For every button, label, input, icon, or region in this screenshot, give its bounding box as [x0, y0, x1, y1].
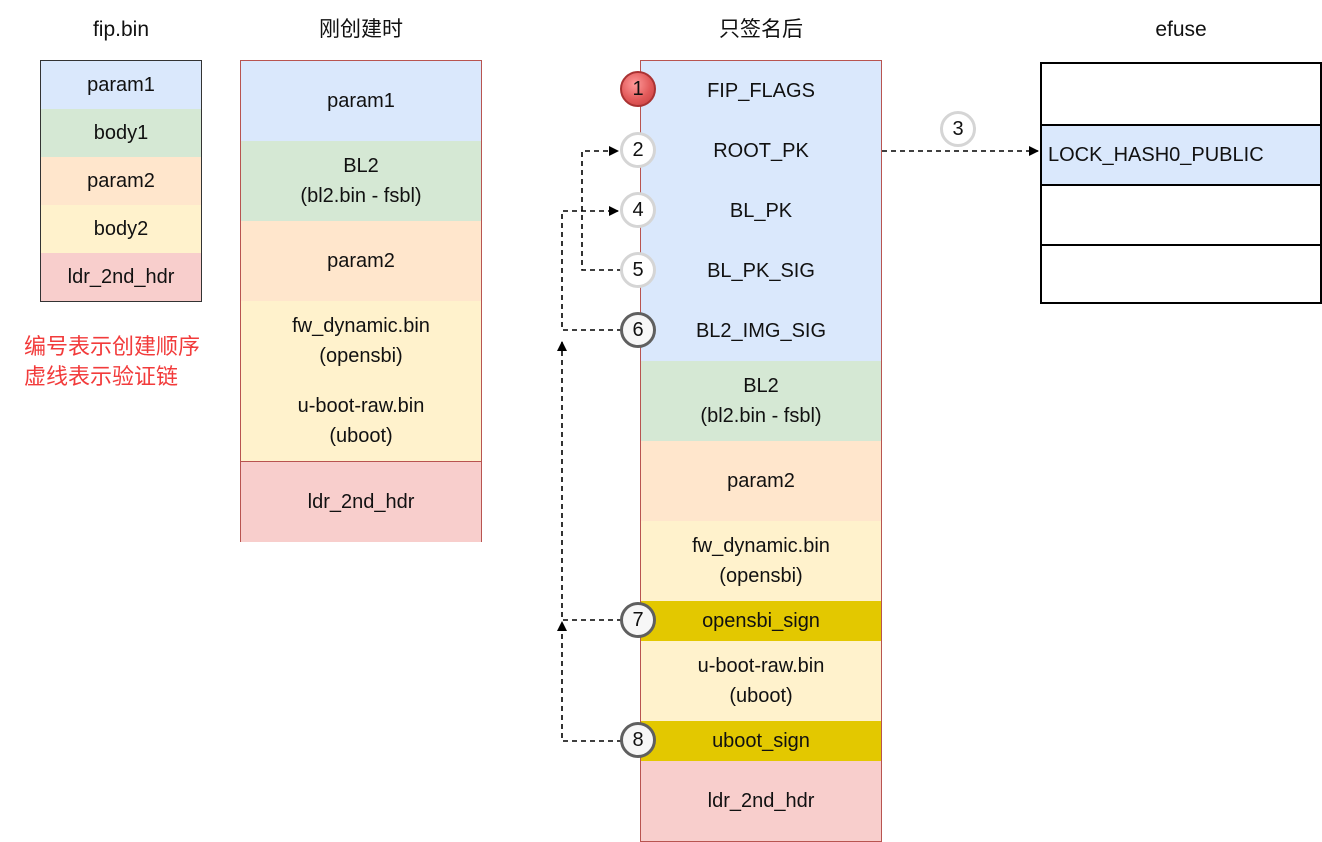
- fip-bin-title: fip.bin: [92, 18, 150, 41]
- badge-6: 6: [620, 312, 656, 348]
- signed-row-param2: param2: [641, 441, 881, 521]
- efuse-table: LOCK_HASH0_PUBLIC: [1040, 62, 1322, 304]
- fip-row-param2: param2: [41, 157, 201, 205]
- created-row-uboot: u-boot-raw.bin (uboot): [241, 381, 481, 461]
- efuse-row-2: [1042, 184, 1320, 244]
- created-row-param1: param1: [241, 61, 481, 141]
- signed-row-bl2-img-sig: BL2_IMG_SIG: [641, 301, 881, 361]
- signed-row-bl2: BL2 (bl2.bin - fsbl): [641, 361, 881, 441]
- signed-row-bl-pk-sig: BL_PK_SIG: [641, 241, 881, 301]
- signed-row-ldr: ldr_2nd_hdr: [641, 761, 881, 841]
- signed-column: FIP_FLAGS ROOT_PK BL_PK BL_PK_SIG BL2_IM…: [640, 60, 882, 842]
- fip-row-param1: param1: [41, 61, 201, 109]
- signed-title: 只签名后: [719, 18, 803, 41]
- badge-7: 7: [620, 602, 656, 638]
- signed-row-uboot: u-boot-raw.bin (uboot): [641, 641, 881, 721]
- signed-row-fip-flags: FIP_FLAGS: [641, 61, 881, 121]
- legend-line-1: 编号表示创建顺序: [24, 334, 201, 359]
- created-row-param2: param2: [241, 221, 481, 301]
- fip-row-ldr: ldr_2nd_hdr: [41, 253, 201, 301]
- legend-line-2: 虚线表示验证链: [24, 364, 179, 389]
- signed-row-opensbi: fw_dynamic.bin (opensbi): [641, 521, 881, 601]
- arrow-ubootsign-up: [557, 621, 622, 742]
- badge-4: 4: [620, 192, 656, 228]
- badge-3: 3: [940, 111, 976, 147]
- efuse-row-lock-hash: LOCK_HASH0_PUBLIC: [1042, 124, 1320, 184]
- signed-row-bl-pk: BL_PK: [641, 181, 881, 241]
- badge-2: 2: [620, 132, 656, 168]
- created-row-bl2: BL2 (bl2.bin - fsbl): [241, 141, 481, 221]
- efuse-row-3: [1042, 244, 1320, 304]
- created-column: param1 BL2 (bl2.bin - fsbl) param2 fw_dy…: [240, 60, 482, 542]
- signed-row-opensbi-sign: opensbi_sign: [641, 601, 881, 641]
- arrow-opensbisign-up: [557, 341, 622, 621]
- legend: 编号表示创建顺序 虚线表示验证链: [24, 332, 200, 392]
- created-row-opensbi: fw_dynamic.bin (opensbi): [241, 301, 481, 381]
- signed-row-uboot-sign: uboot_sign: [641, 721, 881, 761]
- fip-bin-column: param1 body1 param2 body2 ldr_2nd_hdr: [40, 60, 202, 302]
- arrow-bl2imgsig-to-blpk: [561, 206, 622, 331]
- created-row-ldr: ldr_2nd_hdr: [241, 461, 481, 542]
- badge-1: 1: [620, 71, 656, 107]
- badge-8: 8: [620, 722, 656, 758]
- fip-row-body2: body2: [41, 205, 201, 253]
- fip-row-body1: body1: [41, 109, 201, 157]
- badge-5: 5: [620, 252, 656, 288]
- created-title: 刚创建时: [319, 18, 403, 41]
- signed-row-root-pk: ROOT_PK: [641, 121, 881, 181]
- efuse-title: efuse: [1155, 18, 1207, 41]
